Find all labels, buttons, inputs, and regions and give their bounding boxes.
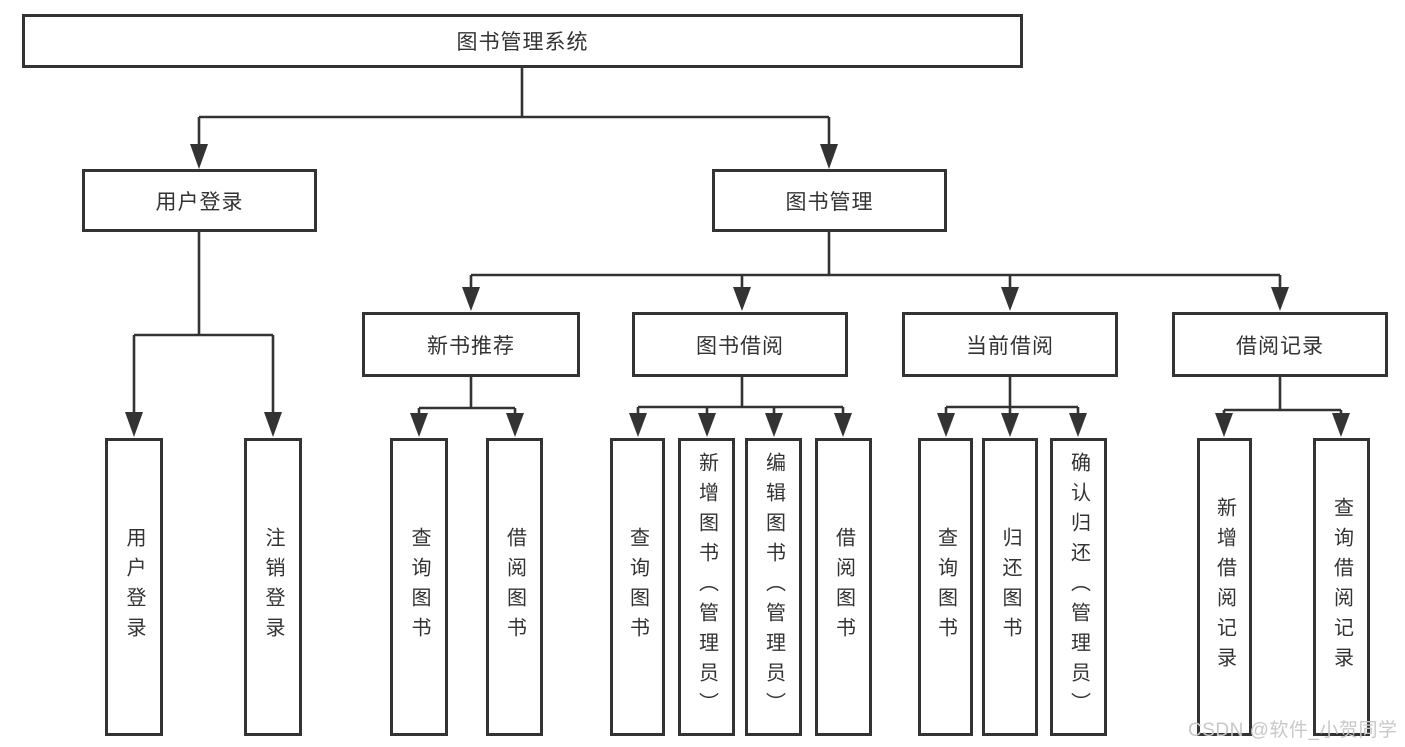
node-label: 图书管理 bbox=[785, 190, 874, 214]
leaf-label: 查询图书 bbox=[934, 527, 957, 647]
node-user-login: 用户登录 bbox=[82, 169, 317, 232]
node-new-book-recommendation: 新书推荐 bbox=[362, 312, 580, 377]
leaf-label: 查询图书 bbox=[626, 527, 649, 647]
node-label: 图书借阅 bbox=[696, 334, 784, 358]
leaf-label: 用户登录 bbox=[123, 527, 145, 647]
node-borrowing-records: 借阅记录 bbox=[1172, 312, 1388, 377]
node-book-management: 图书管理 bbox=[712, 169, 947, 232]
leaf-add-book-admin: 新增图书（管理员） bbox=[678, 438, 735, 736]
leaf-label: 确认归还（管理员） bbox=[1067, 452, 1090, 722]
leaf-label: 编辑图书（管理员） bbox=[762, 452, 785, 722]
leaf-query-books-current: 查询图书 bbox=[918, 438, 973, 736]
node-label: 当前借阅 bbox=[966, 334, 1054, 358]
leaf-query-borrow-record: 查询借阅记录 bbox=[1313, 438, 1370, 736]
node-label: 借阅记录 bbox=[1236, 334, 1324, 358]
leaf-label: 借阅图书 bbox=[832, 527, 855, 647]
leaf-logout: 注销登录 bbox=[244, 438, 302, 736]
leaf-return-book: 归还图书 bbox=[982, 438, 1038, 736]
leaf-label: 归还图书 bbox=[999, 527, 1021, 647]
node-label: 用户登录 bbox=[155, 190, 244, 214]
leaf-label: 查询借阅记录 bbox=[1330, 497, 1353, 677]
leaf-user-login: 用户登录 bbox=[105, 438, 163, 736]
node-label: 新书推荐 bbox=[427, 334, 515, 358]
leaf-borrow-books-borrowing: 借阅图书 bbox=[815, 438, 872, 736]
node-label: 图书管理系统 bbox=[456, 31, 589, 54]
leaf-label: 借阅图书 bbox=[503, 527, 526, 647]
leaf-edit-book-admin: 编辑图书（管理员） bbox=[745, 438, 802, 736]
leaf-add-borrow-record: 新增借阅记录 bbox=[1197, 438, 1252, 736]
leaf-query-books-borrowing: 查询图书 bbox=[610, 438, 665, 736]
node-book-borrowing: 图书借阅 bbox=[632, 312, 848, 377]
leaf-confirm-return-admin: 确认归还（管理员） bbox=[1050, 438, 1107, 736]
node-library-management-system: 图书管理系统 bbox=[22, 14, 1023, 68]
node-current-borrowing: 当前借阅 bbox=[902, 312, 1118, 377]
leaf-label: 新增图书（管理员） bbox=[695, 452, 718, 722]
watermark-text: CSDN @软件_小贺同学 bbox=[1188, 720, 1398, 741]
leaf-label: 注销登录 bbox=[262, 527, 284, 647]
leaf-borrow-books-recommend: 借阅图书 bbox=[486, 438, 543, 736]
leaf-label: 新增借阅记录 bbox=[1213, 497, 1236, 677]
leaf-query-books-recommend: 查询图书 bbox=[390, 438, 448, 736]
leaf-label: 查询图书 bbox=[408, 527, 430, 647]
